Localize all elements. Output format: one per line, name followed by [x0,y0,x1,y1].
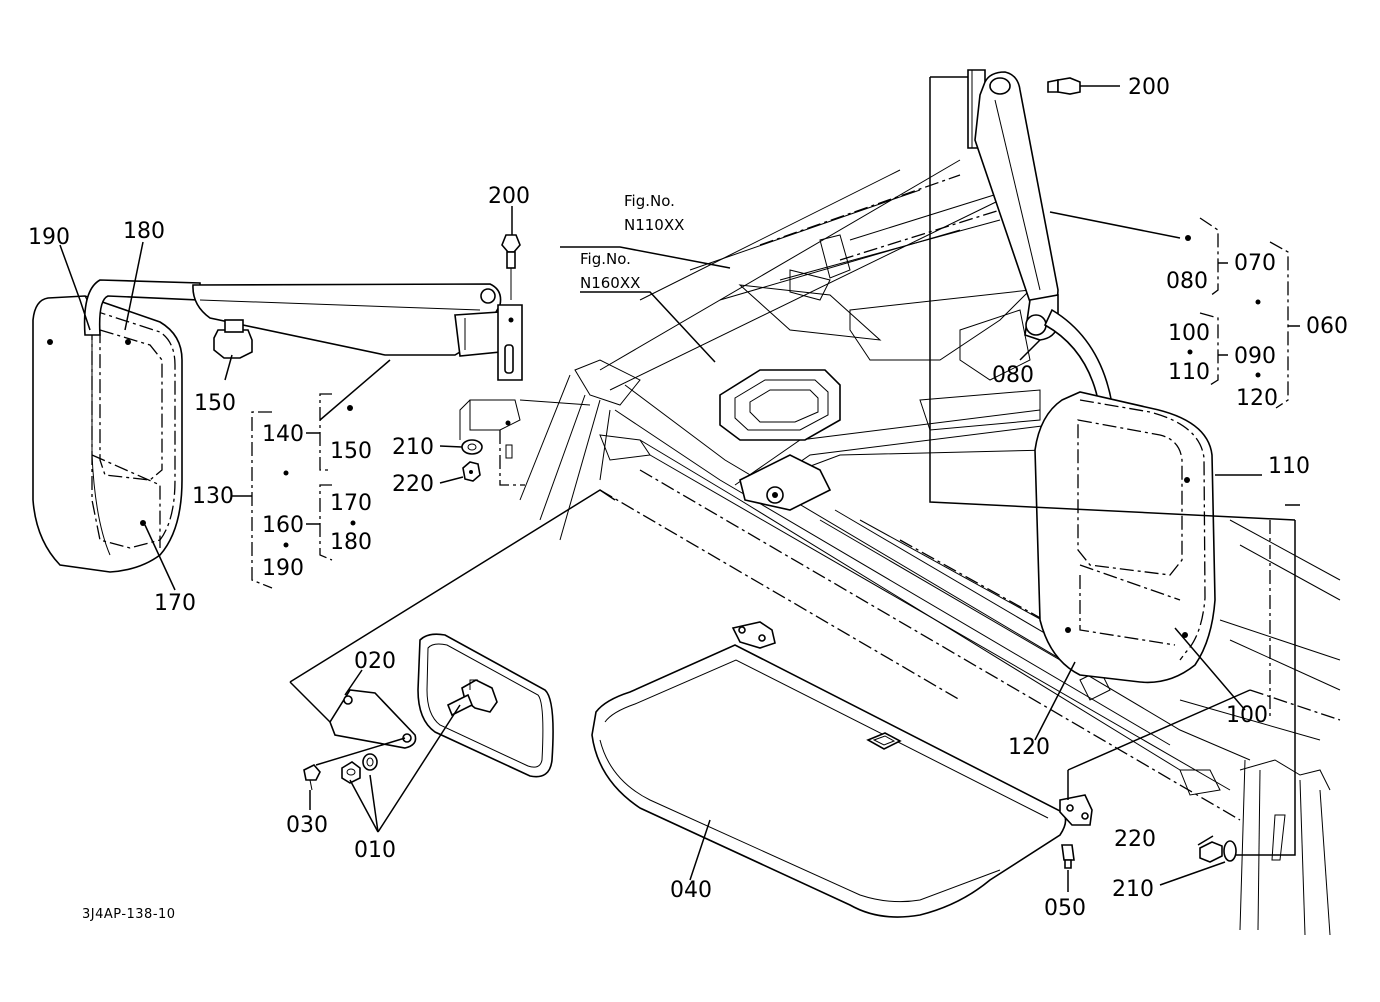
figure-references: Fig.No. N110XX Fig.No. N160XX [580,192,684,292]
callout-150-left: 150 [194,391,236,416]
fig-ref-1-bottom: N110XX [624,216,684,234]
callout-110-right: 110 [1268,454,1310,479]
callout-150-group: 150 [330,439,372,464]
callout-170-group: 170 [330,491,372,516]
drawing-code: 3J4AP-138-10 [82,907,176,922]
callout-050: 050 [1044,896,1086,921]
sun-visor-parts [591,621,1237,918]
leader-lines [59,76,1300,892]
part-callouts: 190 180 150 170 200 210 220 130 140 150 … [28,75,1348,921]
fig-ref-1-top: Fig.No. [624,192,675,210]
left-mirror-assembly [32,234,591,573]
cab-frame-structure [519,159,1341,936]
callout-020: 020 [354,649,396,674]
callout-010: 010 [354,838,396,863]
callout-210-left: 210 [392,435,434,460]
callout-140: 140 [262,422,304,447]
callout-080-top: 080 [1166,269,1208,294]
callout-040: 040 [670,878,712,903]
callout-070: 070 [1234,251,1276,276]
fig-ref-2-top: Fig.No. [580,250,631,268]
callout-090: 090 [1234,344,1276,369]
callout-220-right: 220 [1114,827,1156,852]
interior-mirror-parts [303,633,554,791]
callout-030: 030 [286,813,328,838]
callout-100-group: 100 [1168,321,1210,346]
callout-120-right: 120 [1008,735,1050,760]
callout-130: 130 [192,484,234,509]
callout-180-left: 180 [123,219,165,244]
callout-180-group: 180 [330,530,372,555]
callout-170-left: 170 [154,591,196,616]
callout-220-left: 220 [392,472,434,497]
callout-080-right: 080 [992,363,1034,388]
callout-210-right: 210 [1112,877,1154,902]
callout-100-right: 100 [1226,703,1268,728]
callout-200-left: 200 [488,184,530,209]
grouping-brackets [232,217,1300,589]
callout-160: 160 [262,513,304,538]
callout-060: 060 [1306,314,1348,339]
callout-190-left: 190 [28,225,70,250]
callout-190-group: 190 [262,556,304,581]
callout-200-right: 200 [1128,75,1170,100]
right-mirror-assembly [967,69,1216,684]
callout-110-group: 110 [1168,360,1210,385]
callout-120-group: 120 [1236,386,1278,411]
fig-ref-2-bottom: N160XX [580,274,640,292]
